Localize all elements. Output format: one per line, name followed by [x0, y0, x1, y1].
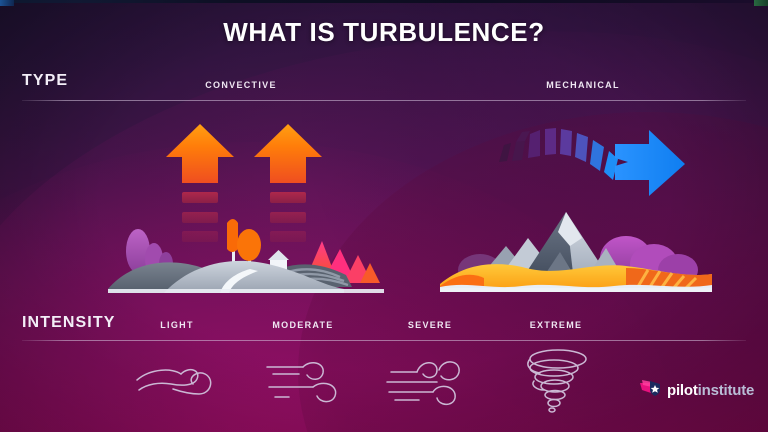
tornado-icon [510, 348, 602, 416]
column-header-mechanical: MECHANICAL [546, 80, 620, 90]
column-header-convective: CONVECTIVE [205, 80, 277, 90]
type-divider [22, 100, 746, 101]
page-title: WHAT IS TURBULENCE? [223, 17, 545, 47]
wind-severe-icon [381, 354, 479, 408]
column-header-moderate: MODERATE [272, 320, 334, 330]
top-left-color-artifact [0, 0, 14, 6]
column-header-extreme: EXTREME [529, 320, 583, 330]
top-edge-strip [0, 0, 768, 3]
winged-shield-star-icon [640, 379, 662, 402]
convective-updraft-arrow-1 [166, 124, 234, 242]
intensity-divider [22, 340, 746, 341]
wind-moderate-icon [255, 355, 351, 407]
logo-word-pilot: pilot [667, 381, 698, 399]
logo-word-institute: institute [697, 381, 755, 399]
row-label-type: TYPE [22, 72, 69, 89]
top-right-color-artifact [754, 0, 768, 6]
wind-light-icon [129, 358, 225, 404]
pilot-institute-logo[interactable]: pilotinstitute [640, 379, 754, 401]
convective-scene [108, 205, 384, 293]
logo-wordmark: pilotinstitute [667, 383, 754, 398]
column-header-severe: SEVERE [407, 320, 453, 330]
column-header-light: LIGHT [160, 320, 194, 330]
mechanical-scene [440, 186, 712, 292]
row-label-intensity: INTENSITY [22, 314, 116, 331]
convective-updraft-arrow-2 [254, 124, 322, 242]
mechanical-flow-arrow [497, 122, 687, 198]
